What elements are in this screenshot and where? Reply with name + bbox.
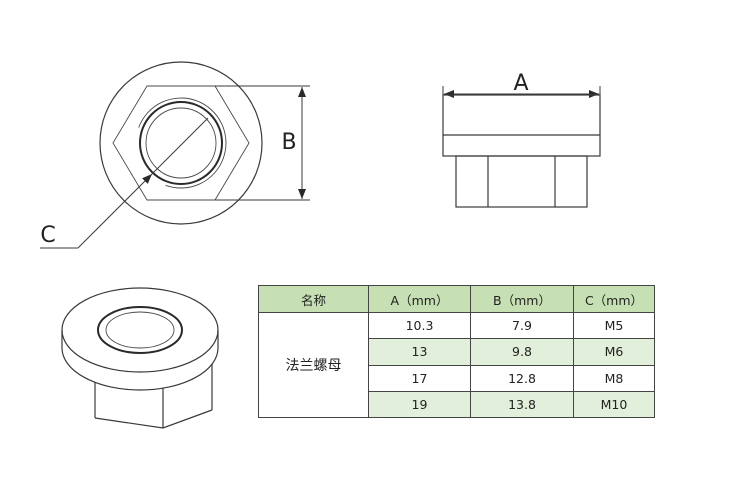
header-b: B（mm） bbox=[470, 285, 574, 313]
hex-bottom-edge bbox=[94, 409, 213, 429]
table-row: 19 13.8 M10 bbox=[259, 390, 655, 419]
table-row: 13 9.8 M6 bbox=[259, 338, 655, 366]
table-header: 名称 A（mm） B（mm） C（mm） bbox=[258, 285, 655, 313]
bore-outer-ellipse bbox=[97, 306, 183, 354]
table-row: 法兰螺母 10.3 7.9 M5 bbox=[258, 311, 655, 418]
isometric-view bbox=[61, 287, 219, 429]
cell-c: M8 bbox=[573, 364, 655, 392]
cell-a: 10.3 bbox=[368, 311, 471, 340]
dimension-b: B bbox=[215, 85, 310, 201]
flange-profile bbox=[442, 94, 601, 157]
dim-a-label: A bbox=[513, 71, 528, 96]
cell-a: 13 bbox=[368, 338, 471, 366]
cell-a: 17 bbox=[368, 364, 471, 392]
front-view: B C bbox=[40, 61, 310, 249]
hex-outline bbox=[112, 85, 250, 201]
header-name: 名称 bbox=[258, 285, 369, 313]
dimension-c: C bbox=[40, 117, 209, 249]
header-row: 名称 A（mm） B（mm） C（mm） bbox=[258, 285, 655, 313]
header-a: A（mm） bbox=[368, 285, 471, 313]
cell-b: 12.8 bbox=[470, 364, 574, 392]
bore-inner-circle bbox=[145, 107, 217, 179]
cell-b: 7.9 bbox=[470, 311, 574, 340]
header-c: C（mm） bbox=[573, 285, 655, 313]
bore-inner-ellipse bbox=[105, 311, 175, 349]
table-body: 法兰螺母 10.3 7.9 M5 13 9.8 M6 17 12.8 M8 19… bbox=[258, 311, 655, 419]
flange-outer-circle bbox=[99, 61, 263, 225]
cell-c: M5 bbox=[573, 311, 655, 340]
side-view: A bbox=[442, 71, 601, 208]
cell-c: M10 bbox=[573, 390, 655, 419]
bore-outer-circle bbox=[139, 101, 223, 185]
product-name-cell: 法兰螺母 bbox=[258, 312, 369, 418]
table-row: 17 12.8 M8 bbox=[259, 364, 655, 392]
hex-body-profile bbox=[455, 155, 588, 208]
cell-b: 9.8 bbox=[470, 338, 574, 366]
thread-arc bbox=[138, 97, 227, 189]
cell-c: M6 bbox=[573, 338, 655, 366]
dim-c-leader bbox=[77, 173, 153, 249]
spec-table: 名称 A（mm） B（mm） C（mm） 法兰螺母 10.3 7.9 M5 13… bbox=[258, 285, 655, 419]
cell-a: 19 bbox=[368, 390, 471, 419]
cell-b: 13.8 bbox=[470, 390, 574, 419]
dim-c-leader-inner bbox=[151, 117, 209, 175]
dim-b-label: B bbox=[281, 130, 296, 155]
flange-top-ellipse bbox=[61, 287, 219, 373]
dim-c-label: C bbox=[40, 223, 55, 248]
